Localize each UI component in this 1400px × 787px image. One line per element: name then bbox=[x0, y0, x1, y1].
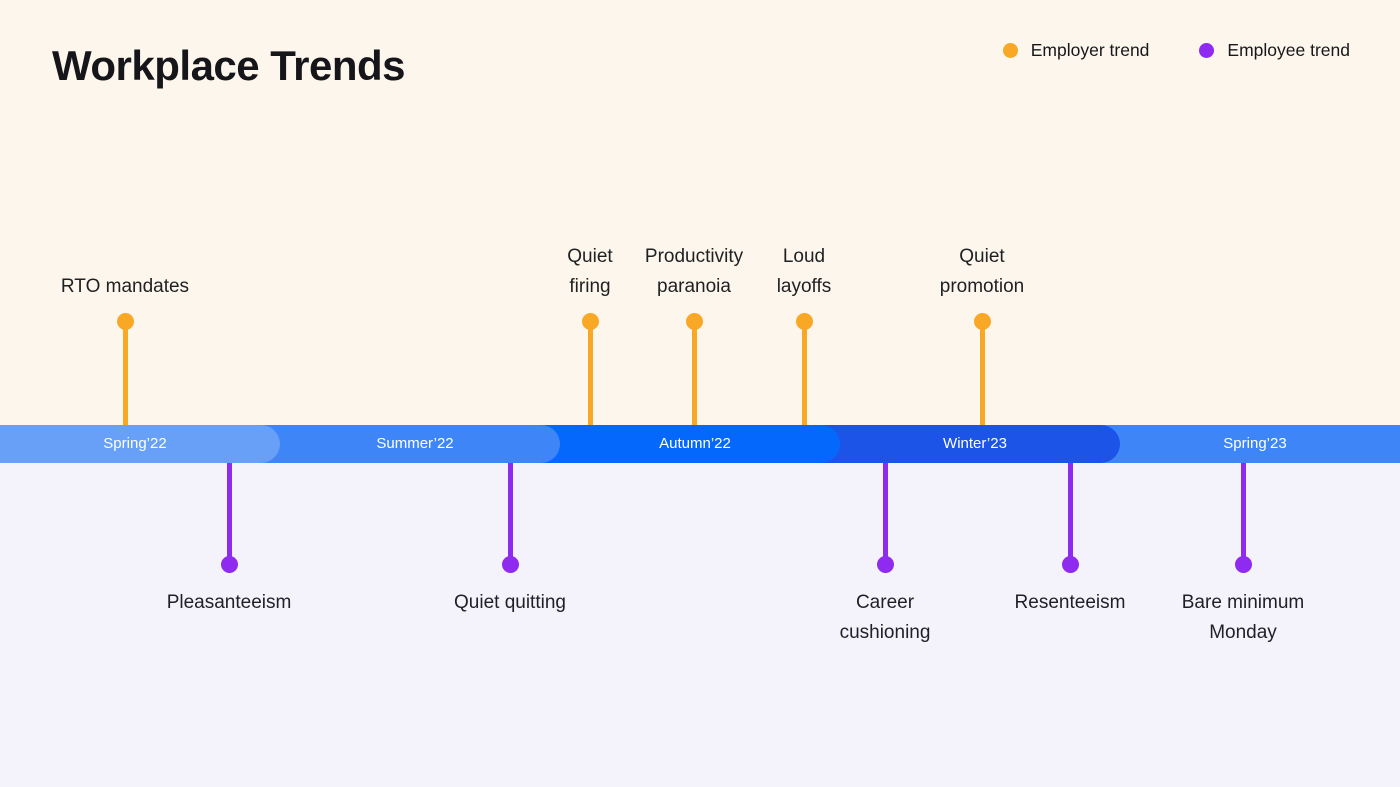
timeline-segment-label-autumn22: Autumn’22 bbox=[659, 435, 731, 452]
marker-stem-quiet-quitting bbox=[507, 463, 513, 565]
legend-item-employee: Employee trend bbox=[1199, 40, 1350, 61]
timeline-segment-summer22 bbox=[240, 425, 560, 463]
employer-trend-dot-icon bbox=[1002, 43, 1018, 58]
background-top bbox=[0, 0, 1400, 444]
marker-stem-quiet-firing bbox=[587, 322, 593, 425]
marker-label-quiet-promotion: Quiet promotion bbox=[939, 246, 1025, 297]
timeline-segment-spring22 bbox=[0, 425, 280, 463]
timeline-segment-label-winter23: Winter’23 bbox=[943, 435, 1007, 452]
legend-item-employer: Employer trend bbox=[1002, 40, 1150, 61]
legend-label-employee: Employee trend bbox=[1227, 40, 1350, 60]
marker-label-pleasanteeism: Pleasanteeism bbox=[166, 592, 292, 613]
page-title: Workplace Trends bbox=[52, 42, 406, 89]
marker-stem-productivity-paranoia bbox=[691, 322, 697, 425]
marker-dot-rto-mandates bbox=[116, 313, 134, 330]
timeline-bar: Spring’22 Summer’22 Autumn’22 Winter’23 … bbox=[0, 425, 1400, 463]
marker-dot-quiet-quitting bbox=[501, 556, 519, 573]
marker-stem-loud-layoffs bbox=[801, 322, 807, 425]
marker-label-productivity-paranoia: Productivity paranoia bbox=[644, 246, 744, 297]
legend-label-employer: Employer trend bbox=[1030, 40, 1150, 60]
timeline-segment-winter23 bbox=[800, 425, 1120, 463]
marker-stem-bare-minimum-monday bbox=[1240, 463, 1246, 565]
background-bottom bbox=[0, 444, 1400, 787]
marker-dot-pleasanteeism bbox=[220, 556, 238, 573]
marker-stem-resenteeism bbox=[1067, 463, 1073, 565]
employee-trend-dot-icon bbox=[1199, 43, 1215, 58]
timeline-segment-autumn22 bbox=[520, 425, 840, 463]
marker-dot-quiet-promotion bbox=[973, 313, 991, 330]
marker-dot-resenteeism bbox=[1061, 556, 1079, 573]
timeline-segment-label-summer22: Summer’22 bbox=[376, 435, 454, 452]
marker-label-quiet-quitting: Quiet quitting bbox=[454, 592, 566, 613]
marker-label-loud-layoffs: Loud layoffs bbox=[776, 246, 832, 297]
timeline-segment-spring23 bbox=[1080, 425, 1400, 463]
marker-label-rto-mandates: RTO mandates bbox=[60, 276, 190, 297]
marker-dot-bare-minimum-monday bbox=[1234, 556, 1252, 573]
legend: Employer trend Employee trend bbox=[1002, 40, 1350, 61]
marker-dot-quiet-firing bbox=[581, 313, 599, 330]
marker-stem-career-cushioning bbox=[882, 463, 888, 565]
timeline-segment-label-spring23: Spring’23 bbox=[1223, 435, 1287, 452]
marker-stem-quiet-promotion bbox=[979, 322, 985, 425]
marker-label-resenteeism: Resenteeism bbox=[1014, 592, 1126, 613]
marker-dot-career-cushioning bbox=[876, 556, 894, 573]
marker-dot-productivity-paranoia bbox=[685, 313, 703, 330]
marker-label-quiet-firing: Quiet firing bbox=[567, 246, 613, 297]
timeline-segment-label-spring22: Spring’22 bbox=[103, 435, 167, 452]
marker-label-bare-minimum-monday: Bare minimum Monday bbox=[1181, 592, 1305, 643]
marker-stem-rto-mandates bbox=[122, 322, 128, 425]
marker-label-career-cushioning: Career cushioning bbox=[839, 592, 931, 643]
marker-dot-loud-layoffs bbox=[795, 313, 813, 330]
marker-stem-pleasanteeism bbox=[226, 463, 232, 565]
